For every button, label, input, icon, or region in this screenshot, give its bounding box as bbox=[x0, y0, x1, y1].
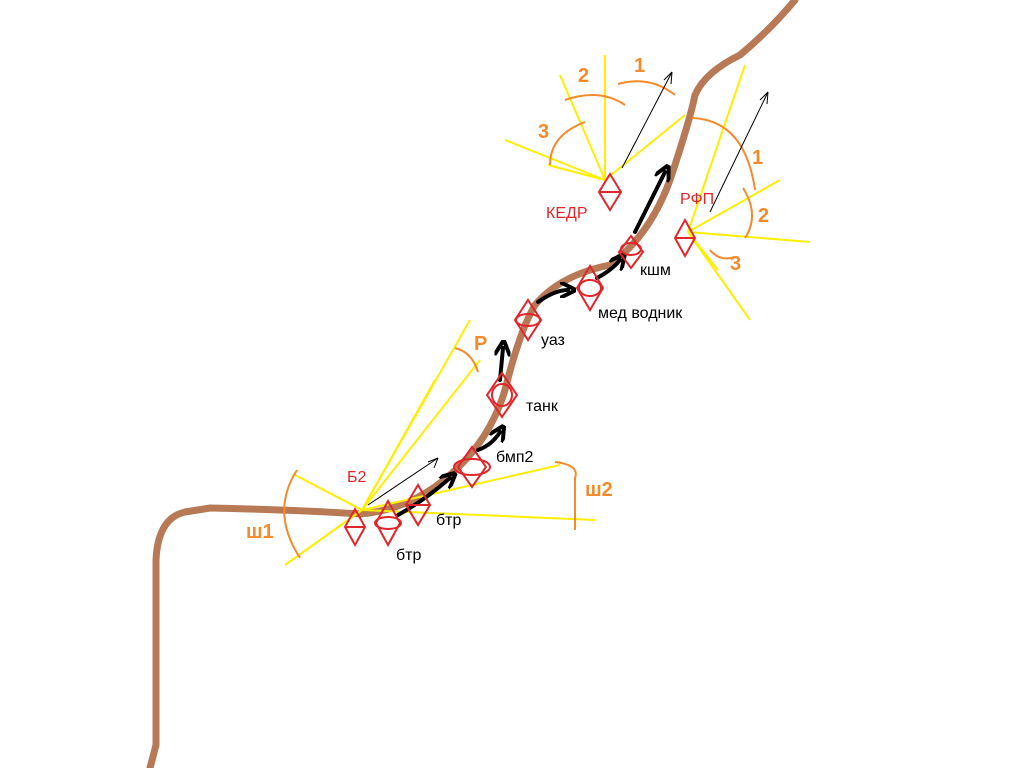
kedr-arc-3 bbox=[549, 121, 586, 166]
rfp-label: РФП bbox=[680, 191, 714, 208]
unit-symbols bbox=[343, 172, 697, 548]
btr-2-symbol bbox=[404, 483, 432, 527]
arrow-6 bbox=[633, 172, 665, 234]
kedr-sector-1-label: 1 bbox=[634, 55, 645, 77]
sh2-label: ш2 bbox=[585, 479, 613, 501]
sector-arcs bbox=[283, 80, 756, 559]
sh1-arc bbox=[283, 469, 301, 559]
tank-label: танк bbox=[526, 398, 559, 415]
btr-1-symbol bbox=[374, 498, 402, 548]
med-vodnik-label: мед водник bbox=[598, 305, 683, 322]
road bbox=[146, 0, 799, 768]
rfp-sector-1-label: 1 bbox=[752, 147, 763, 169]
b2-post-symbol bbox=[343, 506, 367, 548]
ksm-label: кшм bbox=[640, 262, 671, 279]
arrow-5 bbox=[595, 260, 620, 280]
arrow-4 bbox=[536, 290, 568, 304]
rfp-arc-1 bbox=[691, 117, 756, 191]
sh2-arc bbox=[554, 461, 577, 530]
b2-label: Б2 bbox=[347, 469, 367, 486]
rfp-sector-lines bbox=[687, 64, 811, 321]
rfp-sector-2-label: 2 bbox=[758, 205, 769, 227]
rfp-sector-3-label: 3 bbox=[730, 253, 741, 275]
ksm-symbol bbox=[617, 234, 645, 270]
kedr-arc-2 bbox=[564, 94, 626, 106]
kedr-sector-2-label: 2 bbox=[578, 65, 589, 87]
btr-2-label: бтр bbox=[436, 512, 461, 529]
rfp-arc-2 bbox=[742, 187, 753, 239]
bmp2-label: бмп2 bbox=[496, 449, 533, 466]
kedr-post-symbol bbox=[597, 172, 623, 212]
arrow-2 bbox=[476, 432, 500, 452]
r-label: Р bbox=[474, 333, 487, 355]
movement-arrows bbox=[396, 172, 665, 517]
r-arc bbox=[454, 347, 479, 373]
kedr-sector-3-label: 3 bbox=[538, 121, 549, 143]
rfp-arc-3 bbox=[709, 249, 736, 260]
arrow-1 bbox=[396, 478, 450, 517]
med-vodnik-symbol bbox=[575, 264, 605, 312]
kedr-label: КЕДР bbox=[546, 205, 588, 222]
kedr-arc-1 bbox=[617, 80, 676, 96]
rfp-post-symbol bbox=[673, 217, 697, 259]
bmp2-symbol bbox=[453, 445, 491, 489]
tank-symbol bbox=[485, 371, 519, 419]
sh1-label: ш1 bbox=[246, 521, 274, 543]
direction-arrows-thin bbox=[367, 71, 769, 506]
btr-1-label: бтр bbox=[396, 547, 421, 564]
uaz-label: уаз bbox=[541, 332, 565, 349]
kedr-sector-lines bbox=[504, 55, 686, 181]
uaz-symbol bbox=[513, 298, 543, 342]
